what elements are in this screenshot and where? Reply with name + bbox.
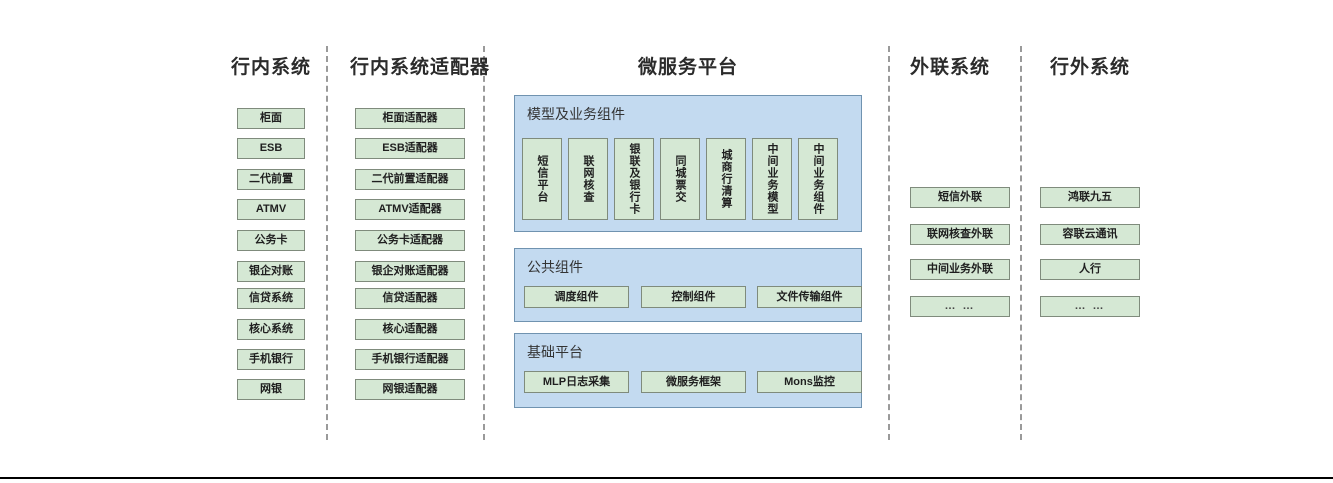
node-inbank-adapter-4[interactable]: 公务卡适配器: [355, 230, 465, 251]
node-inbank-adapter-9[interactable]: 网银适配器: [355, 379, 465, 400]
node-base-platform-2[interactable]: Mons监控: [757, 371, 862, 393]
node-inbank-adapter-1[interactable]: ESB适配器: [355, 138, 465, 159]
node-inbank-adapter-8[interactable]: 手机银行适配器: [355, 349, 465, 370]
column-title-microservice: 微服务平台: [637, 57, 738, 78]
panel-title-base-platform: 基础平台: [527, 344, 583, 360]
node-outbank-2[interactable]: 人行: [1040, 259, 1140, 280]
divider-microservice-external: [888, 46, 890, 440]
node-inbank-adapter-0[interactable]: 柜面适配器: [355, 108, 465, 129]
node-model-business-5[interactable]: 中间业务模型: [752, 138, 792, 220]
node-model-business-0[interactable]: 短信平台: [522, 138, 562, 220]
node-outbank-0[interactable]: 鸿联九五: [1040, 187, 1140, 208]
divider-external-outbank: [1020, 46, 1022, 440]
node-model-business-3[interactable]: 同城票交: [660, 138, 700, 220]
divider-adapter-microservice: [483, 46, 485, 440]
node-inbank-1[interactable]: ESB: [237, 138, 305, 159]
node-inbank-8[interactable]: 手机银行: [237, 349, 305, 370]
node-inbank-adapter-3[interactable]: ATMV适配器: [355, 199, 465, 220]
node-model-business-1[interactable]: 联网核查: [568, 138, 608, 220]
node-base-platform-1[interactable]: 微服务框架: [641, 371, 746, 393]
node-outbank-3[interactable]: … …: [1040, 296, 1140, 317]
node-model-business-2[interactable]: 银联及银行卡: [614, 138, 654, 220]
node-inbank-7[interactable]: 核心系统: [237, 319, 305, 340]
column-title-inbank: 行内系统: [230, 57, 311, 78]
node-inbank-adapter-6[interactable]: 信贷适配器: [355, 288, 465, 309]
column-title-inbank-adapter: 行内系统适配器: [349, 57, 490, 78]
bottom-divider: [0, 477, 1333, 479]
node-inbank-adapter-2[interactable]: 二代前置适配器: [355, 169, 465, 190]
column-title-outbank: 行外系统: [1049, 57, 1130, 78]
node-inbank-6[interactable]: 信贷系统: [237, 288, 305, 309]
node-external-link-2[interactable]: 中间业务外联: [910, 259, 1010, 280]
column-title-external-link: 外联系统: [909, 57, 990, 78]
node-inbank-2[interactable]: 二代前置: [237, 169, 305, 190]
node-external-link-3[interactable]: … …: [910, 296, 1010, 317]
node-inbank-0[interactable]: 柜面: [237, 108, 305, 129]
node-base-platform-0[interactable]: MLP日志采集: [524, 371, 629, 393]
panel-title-model-business: 模型及业务组件: [527, 106, 625, 122]
node-external-link-1[interactable]: 联网核查外联: [910, 224, 1010, 245]
node-inbank-3[interactable]: ATMV: [237, 199, 305, 220]
node-outbank-1[interactable]: 容联云通讯: [1040, 224, 1140, 245]
panel-public-components: 公共组件: [514, 248, 862, 322]
node-model-business-6[interactable]: 中间业务组件: [798, 138, 838, 220]
node-public-components-1[interactable]: 控制组件: [641, 286, 746, 308]
node-public-components-0[interactable]: 调度组件: [524, 286, 629, 308]
node-inbank-9[interactable]: 网银: [237, 379, 305, 400]
node-inbank-adapter-5[interactable]: 银企对账适配器: [355, 261, 465, 282]
divider-inbank-adapter: [326, 46, 328, 440]
panel-base-platform: 基础平台: [514, 333, 862, 408]
node-public-components-2[interactable]: 文件传输组件: [757, 286, 862, 308]
panel-title-public-components: 公共组件: [527, 259, 583, 275]
node-inbank-5[interactable]: 银企对账: [237, 261, 305, 282]
node-external-link-0[interactable]: 短信外联: [910, 187, 1010, 208]
node-inbank-adapter-7[interactable]: 核心适配器: [355, 319, 465, 340]
node-inbank-4[interactable]: 公务卡: [237, 230, 305, 251]
node-model-business-4[interactable]: 城商行清算: [706, 138, 746, 220]
